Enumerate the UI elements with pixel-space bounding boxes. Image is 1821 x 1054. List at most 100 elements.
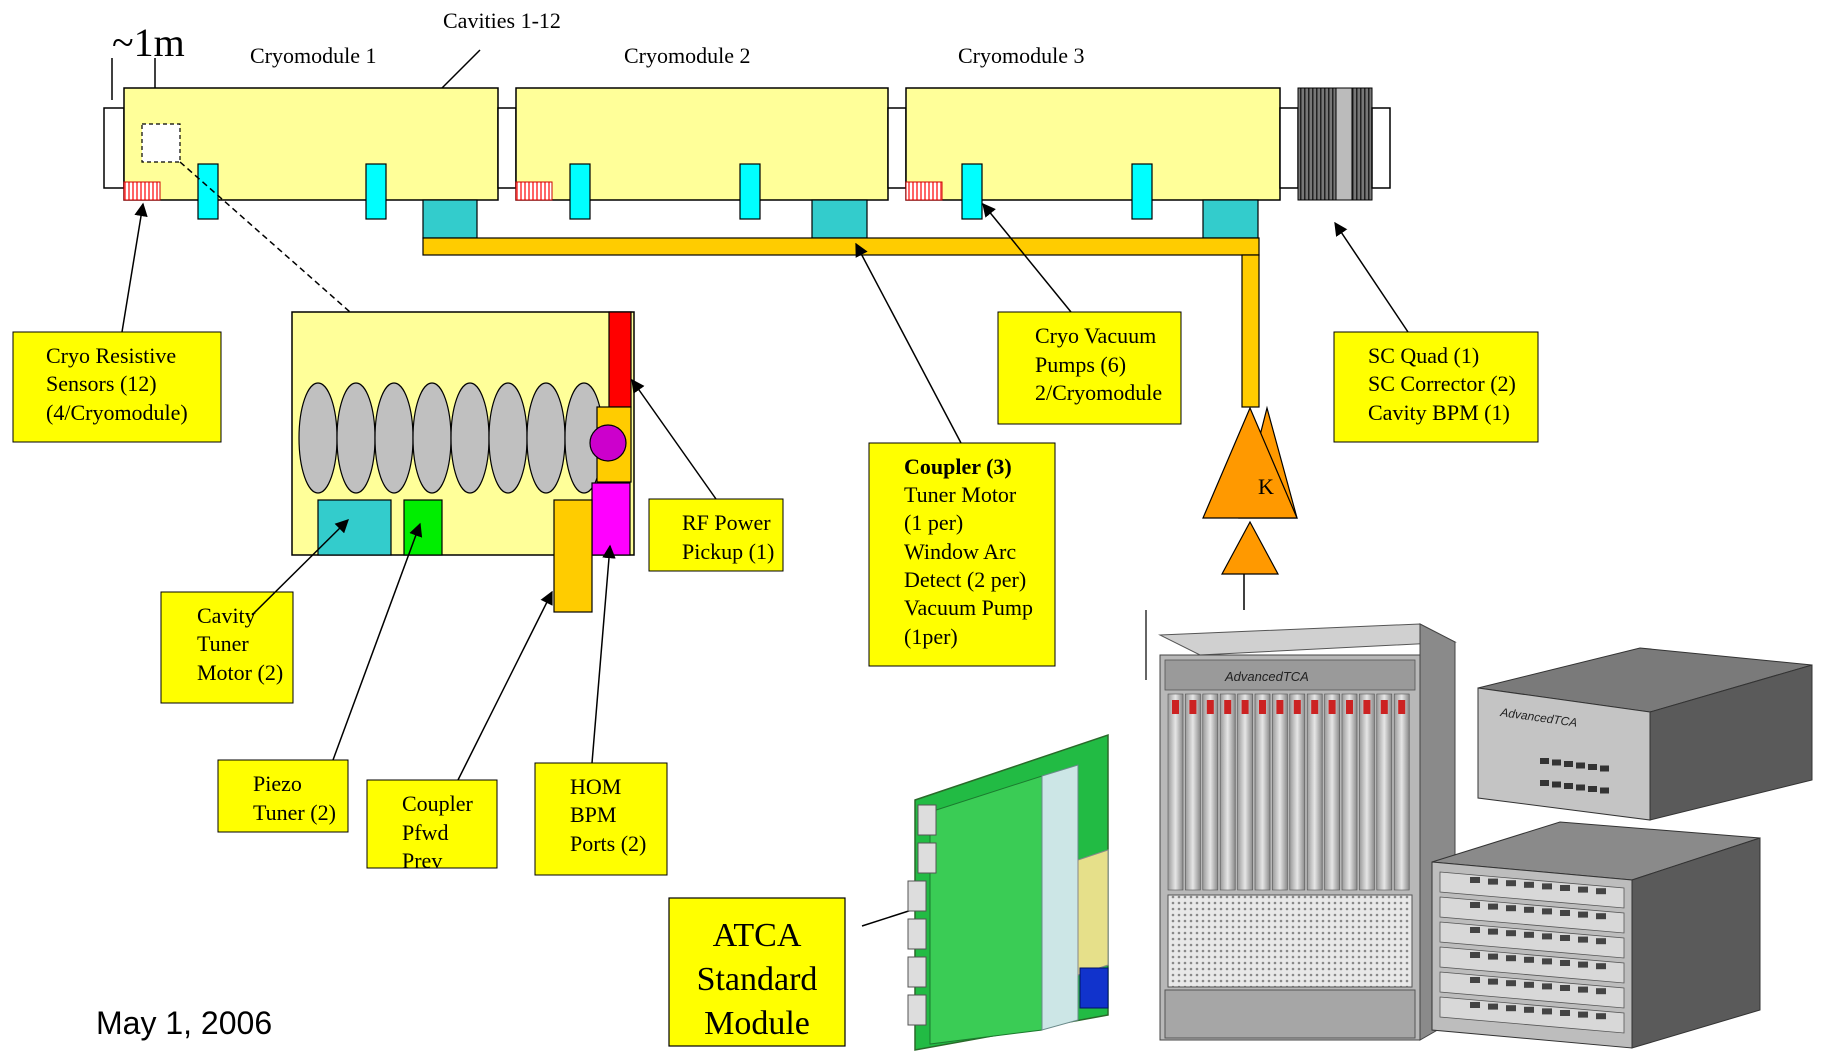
vacuum-pump-6 (1132, 164, 1152, 219)
shelf-blade-handle (1224, 700, 1231, 714)
shelf-fan-grille (1168, 895, 1412, 987)
chassis-port (1588, 786, 1597, 792)
chassis-port (1470, 902, 1480, 908)
arrow-cryo-resistive (122, 204, 143, 332)
chassis-port (1488, 879, 1498, 885)
cavity-cell (337, 383, 375, 493)
callout-atca-line3: Module (704, 1005, 810, 1042)
shelf-base (1165, 990, 1415, 1038)
callout-cavity-tuner-line2: Tuner (197, 631, 249, 656)
klystron-triangle-large-shape (1203, 408, 1297, 518)
shelf-blade-handle (1311, 700, 1318, 714)
chassis-port (1588, 764, 1597, 770)
cavity-cell (451, 383, 489, 493)
callout-cryo-resistive-line1: Cryo Resistive (46, 343, 176, 368)
chassis-port (1488, 1004, 1498, 1010)
callout-coupler-title: Coupler (3) (904, 454, 1012, 479)
callout-hom: HOM BPM Ports (2) (535, 763, 667, 875)
end-flange-left (104, 108, 124, 188)
callout-piezo-line1: Piezo (253, 771, 302, 796)
atca-small-chassis-photo: AdvancedTCA (1478, 648, 1812, 820)
chassis-port (1488, 954, 1498, 960)
chassis-port (1596, 888, 1606, 894)
cavity-cell (527, 383, 565, 493)
shelf-blade-handle (1363, 700, 1370, 714)
chassis-port (1578, 912, 1588, 918)
chassis-port (1524, 1007, 1534, 1013)
shelf-blade-handle (1398, 700, 1405, 714)
rf-feed-vertical (1242, 255, 1259, 407)
chassis-port (1596, 913, 1606, 919)
scale-label: ~1m (112, 20, 185, 65)
callout-cryo-resistive-line3: (4/Cryomodule) (46, 400, 188, 425)
shelf-blade (1377, 694, 1392, 890)
callout-cryo-resistive: Cryo Resistive Sensors (12) (4/Cryomodul… (13, 332, 221, 442)
callout-atca: ATCA Standard Module (669, 898, 845, 1046)
callout-cavity-tuner-line3: Motor (2) (197, 660, 283, 685)
board-connector (918, 805, 936, 835)
cryomodule-3-label: Cryomodule 3 (958, 43, 1085, 68)
coupler-3 (1203, 200, 1258, 238)
shelf-blade (1325, 694, 1340, 890)
board-backplane-rail (1042, 765, 1078, 1030)
cryomodule-2-label: Cryomodule 2 (624, 43, 751, 68)
callout-coupler-pfwd: Coupler Pfwd Prev (367, 780, 497, 873)
shelf-blade (1272, 694, 1287, 890)
klystron-driver-triangle (1222, 522, 1278, 574)
shelf-blade-handle (1381, 700, 1388, 714)
chassis-port (1470, 952, 1480, 958)
chassis-port (1524, 957, 1534, 963)
chassis-port (1600, 788, 1609, 794)
callout-coupler-pfwd-line2: Pfwd (402, 820, 448, 845)
shelf-blade-handle (1276, 700, 1283, 714)
arrow-piezo (333, 524, 420, 760)
chassis-port (1524, 907, 1534, 913)
callout-piezo: Piezo Tuner (2) (218, 760, 348, 832)
callout-coupler-line2: (1 per) (904, 510, 963, 535)
callout-rf-power-line2: Pickup (1) (682, 539, 774, 564)
chassis-port (1506, 905, 1516, 911)
shelf-blade-handle (1242, 700, 1249, 714)
callout-hom-line2: BPM (570, 802, 616, 827)
cavity-detail (292, 312, 634, 612)
shelf-blade-handle (1259, 700, 1266, 714)
slide-date: May 1, 2006 (96, 1005, 272, 1041)
cryo-sensor-3 (906, 182, 942, 200)
callout-coupler-line4: Detect (2 per) (904, 567, 1026, 592)
chassis-port (1564, 783, 1573, 789)
piezo-block (404, 500, 442, 555)
chassis-port (1540, 780, 1549, 786)
shelf-blade (1220, 694, 1235, 890)
callout-sc-quad: SC Quad (1) SC Corrector (2) Cavity BPM … (1334, 332, 1538, 442)
chassis-port (1578, 987, 1588, 993)
callout-sc-quad-line3: Cavity BPM (1) (1368, 400, 1510, 425)
board-blue-connector (1080, 968, 1108, 1008)
board-connector (908, 995, 926, 1025)
vacuum-pump-4 (740, 164, 760, 219)
cavity-cell (413, 383, 451, 493)
cavity-cell (489, 383, 527, 493)
chassis-port (1506, 880, 1516, 886)
board-green-face (930, 776, 1042, 1044)
shelf-blade (1168, 694, 1183, 890)
vacuum-pump-3 (570, 164, 590, 219)
chassis-port (1470, 977, 1480, 983)
cavities-label: Cavities 1-12 (443, 8, 561, 33)
chassis-port (1542, 1008, 1552, 1014)
chassis-port (1560, 910, 1570, 916)
chassis-port (1578, 1012, 1588, 1018)
chassis-port (1596, 938, 1606, 944)
chassis-port (1488, 979, 1498, 985)
board-connector (908, 919, 926, 949)
chassis-port (1540, 758, 1549, 764)
shelf-blade-handle (1294, 700, 1301, 714)
chassis-port (1576, 763, 1585, 769)
coupler-pfwd-block (554, 500, 592, 612)
shelf-blade-handle (1172, 700, 1179, 714)
cavity-cell (375, 383, 413, 493)
chassis-port (1560, 935, 1570, 941)
end-flange-right (1372, 108, 1390, 188)
chassis-port (1470, 927, 1480, 933)
callout-coupler-pfwd-line1: Coupler (402, 791, 474, 816)
